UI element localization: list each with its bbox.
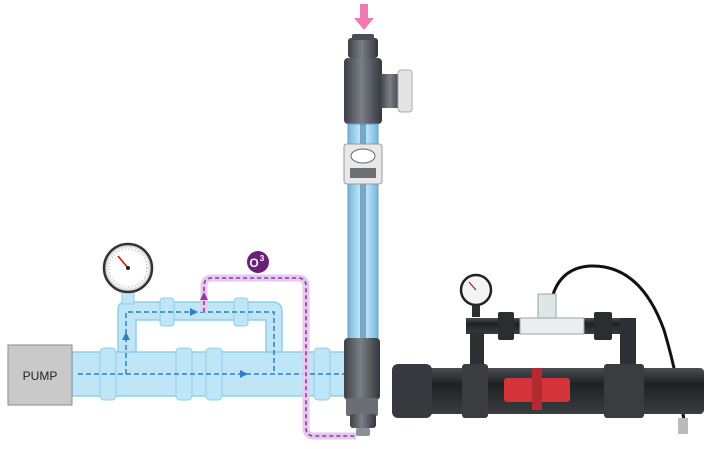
ozone-badge: O 3 [247,251,269,273]
lamp-bottom-cap [350,414,376,428]
inlet-arrow-icon [354,4,374,30]
photo-injector [519,317,585,335]
ozone-label: O [249,256,258,270]
ozone-flow-line [203,277,356,437]
lamp-side-port [380,74,402,108]
ozone-line [200,274,356,440]
lamp-head [344,58,382,124]
ozone-arrow [200,292,208,300]
venturi-photo [392,264,704,434]
pipe-coupling [99,347,117,401]
uv-ozone-lamp [343,4,413,436]
bypass-loop-pipe [117,301,283,353]
pressure-gauge [102,242,154,294]
flow-arrow [240,370,248,378]
lamp-side-cap [397,69,413,113]
pump-box [7,344,73,406]
flow-arrow [122,332,130,340]
pump-label: PUMP [23,369,58,383]
pump-unit: PUMP [7,344,73,406]
ozone-superscript: 3 [260,254,265,263]
lamp-top-cap [348,38,378,58]
water-flow-line [125,311,275,374]
flow-arrow [190,308,198,316]
water-pipe-network [71,285,367,401]
lamp-bottom-head [344,338,380,400]
